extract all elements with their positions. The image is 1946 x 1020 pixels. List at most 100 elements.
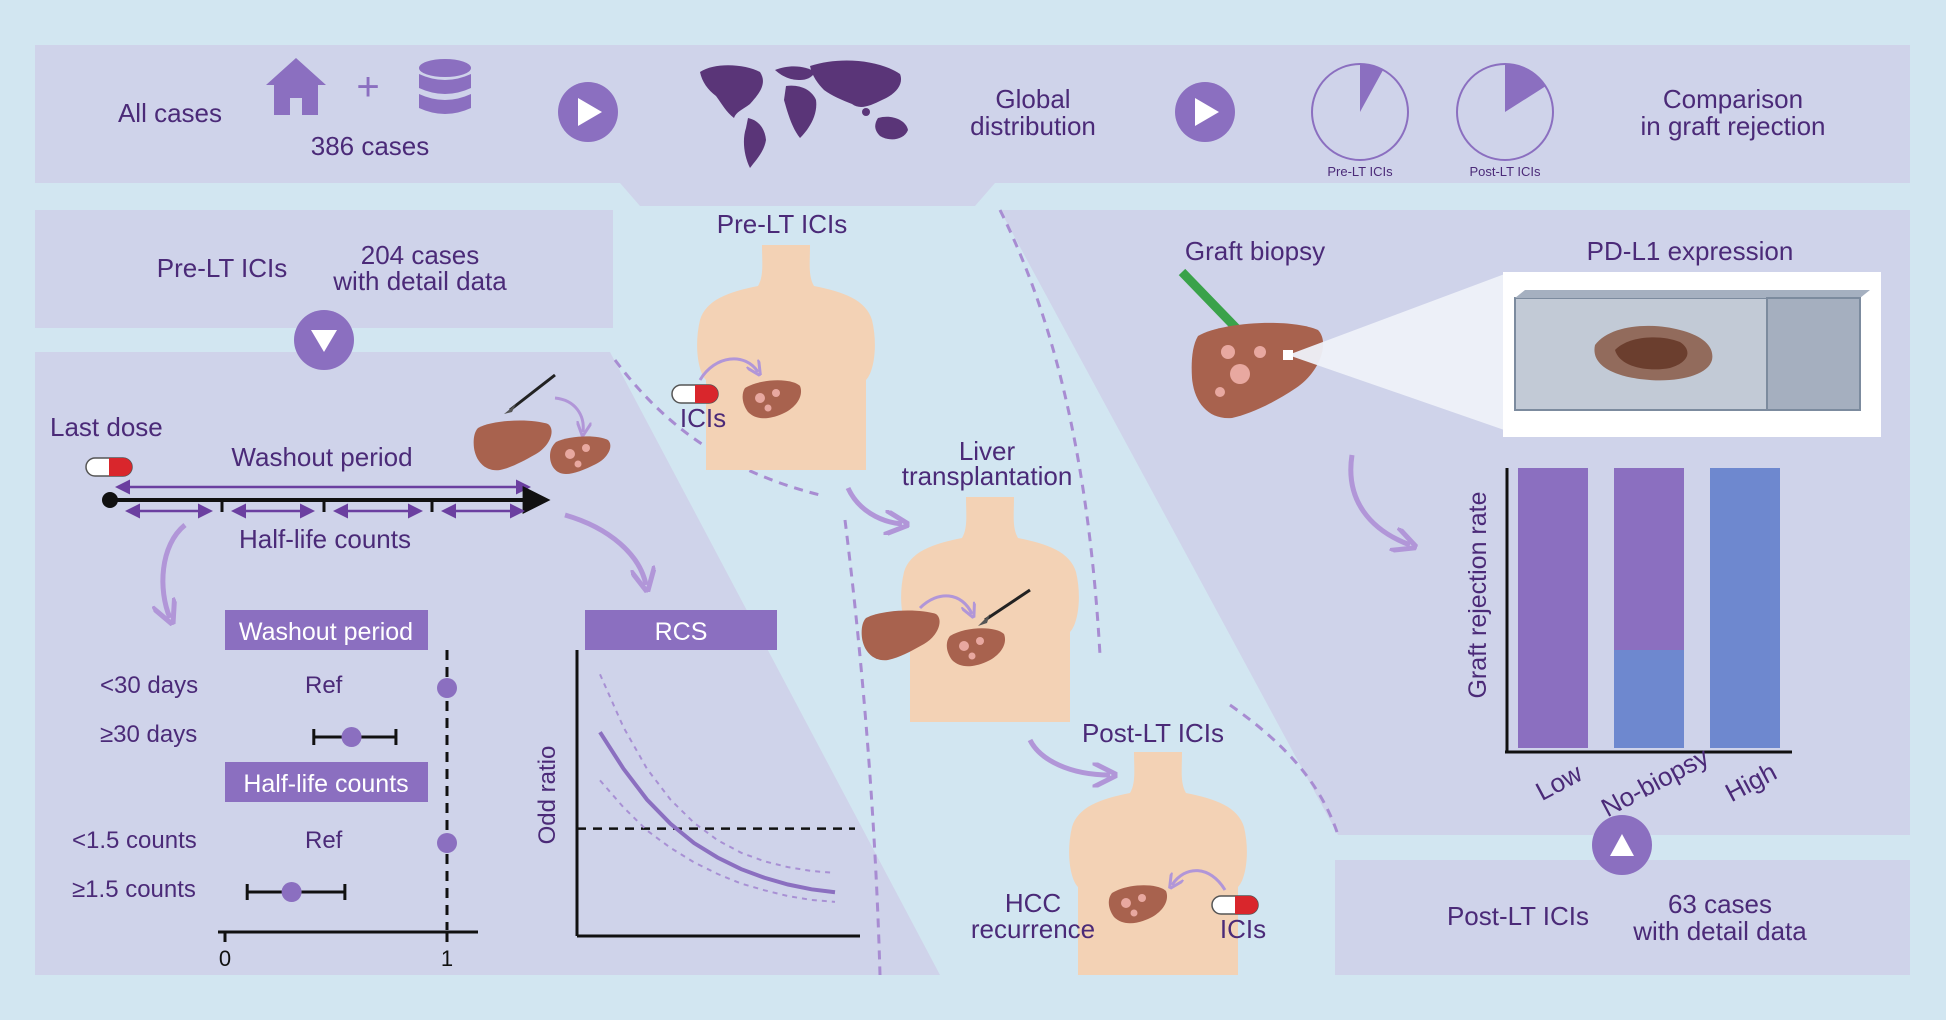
- rcs-header: RCS: [655, 618, 708, 646]
- rcs-ci-curve: [599, 673, 836, 874]
- post-lt-title: Post-LT ICIs: [1447, 901, 1589, 931]
- magnify-beam: [1288, 272, 1510, 432]
- center-icis-left: ICIs: [680, 403, 726, 433]
- forest-row3-ref: Ref: [305, 827, 343, 854]
- forest-row1-label: <30 days: [100, 672, 198, 699]
- world-map-icon: [700, 60, 908, 168]
- torso-lt: [901, 497, 1079, 722]
- curved-arrow-to-lt: [845, 486, 902, 524]
- rcs-ylabel: Odd ratio: [534, 746, 561, 845]
- timeline-ticks: [220, 500, 434, 512]
- case-count-label: 386 cases: [311, 131, 430, 161]
- divider-right-lower: [1229, 703, 1340, 836]
- forest-marks: [245, 678, 457, 902]
- database-icon: [419, 59, 471, 114]
- capsule-icon-post: [1211, 895, 1259, 915]
- down-arrow-icon: [294, 310, 354, 370]
- diseased-liver-in-torso-post: [1108, 885, 1168, 924]
- house-icon: [266, 58, 326, 115]
- center-column: Pre-LT ICIs ICIs Liver transplantation: [671, 209, 1266, 975]
- pre-lt-title: Pre-LT ICIs: [157, 253, 288, 283]
- curved-arrow-lt-swap: [918, 594, 972, 614]
- bar-segment: [1614, 650, 1684, 748]
- rcs-estimate-curve: [598, 731, 836, 895]
- plus-icon: +: [356, 65, 379, 109]
- comparison-line1: Comparison: [1663, 84, 1803, 114]
- forest-row3-label: <1.5 counts: [72, 827, 197, 854]
- scalpel-icon-lt: [978, 588, 1031, 626]
- forest-halflife-header-bg: [225, 762, 428, 802]
- curved-arrow-timeline: [554, 396, 583, 432]
- play-arrow-icon-2: [1175, 82, 1235, 142]
- rcs-marks: [577, 673, 855, 903]
- center-post-title: Post-LT ICIs: [1082, 718, 1224, 748]
- pie-post-lt-label: Post-LT ICIs: [1469, 164, 1541, 179]
- graft-liver-icon: [1191, 322, 1324, 419]
- forest-row4-label: ≥1.5 counts: [72, 876, 196, 903]
- forest-halflife-header: Half-life counts: [243, 770, 408, 798]
- pie-post-lt: [1456, 63, 1554, 161]
- forest-point: [437, 833, 457, 853]
- forest-plot: Washout period <30 days Ref ≥30 days Hal…: [72, 610, 478, 971]
- dashed-dividers: [613, 209, 1340, 976]
- play-arrow-icon: [558, 82, 618, 142]
- rcs-ci-curve: [599, 779, 836, 903]
- bar-segment: [1518, 468, 1588, 748]
- forest-point: [437, 678, 457, 698]
- forest-row2-label: ≥30 days: [100, 721, 197, 748]
- global-distribution-line1: Global: [995, 84, 1070, 114]
- pie-slice-pre: [1360, 64, 1384, 112]
- forest-tick-0: 0: [219, 946, 231, 971]
- center-pre-title: Pre-LT ICIs: [717, 209, 848, 239]
- torso-pre-lt: [697, 245, 875, 470]
- comparison-line2: in graft rejection: [1641, 111, 1826, 141]
- forest-point: [341, 727, 362, 747]
- divider-left-upper: [613, 359, 821, 497]
- pie-pre-lt-label: Pre-LT ICIs: [1327, 164, 1393, 179]
- pre-lt-count-line2: with detail data: [332, 266, 507, 296]
- post-lt-header: Post-LT ICIs 63 cases with detail data: [1447, 889, 1807, 946]
- curved-arrow-to-post: [1027, 738, 1110, 775]
- bar-segment: [1710, 468, 1780, 748]
- pre-lt-header: Pre-LT ICIs 204 cases with detail data: [157, 240, 507, 370]
- liver-icon-lt-removed: [861, 610, 940, 661]
- center-lt-line1: Liver: [959, 436, 1016, 466]
- curved-arrow-pill-to-liver: [698, 357, 758, 381]
- divider-right-upper: [998, 209, 1102, 656]
- divider-left-lower: [843, 519, 882, 976]
- pre-lt-count-line1: 204 cases: [361, 240, 480, 270]
- timeline: Last dose Washout period Half-life count…: [50, 373, 646, 618]
- capsule-icon: [85, 457, 133, 477]
- top-banner-panel: [35, 45, 1910, 206]
- forest-row1-ref: Ref: [305, 672, 343, 699]
- biopsy-section: Graft biopsy PD-L1 expression: [1178, 236, 1881, 545]
- top-row: All cases + 386 cases Global distributio…: [118, 58, 1826, 179]
- center-icis-right: ICIs: [1220, 914, 1266, 944]
- capsule-icon-pre: [671, 384, 719, 404]
- post-lt-count-line1: 63 cases: [1668, 889, 1772, 919]
- liver-in-torso-pre: [742, 380, 802, 419]
- bar-ylabel: Graft rejection rate: [1464, 491, 1492, 698]
- pie-slice-post: [1505, 64, 1546, 112]
- diseased-liver-in-torso-lt: [946, 628, 1006, 667]
- global-distribution-line2: distribution: [970, 111, 1096, 141]
- curved-arrow-pill-to-liver-post: [1172, 869, 1227, 890]
- forest-washout-header-bg: [225, 610, 428, 650]
- curved-arrow-to-forest: [163, 523, 187, 618]
- pre-lt-header-panel: [35, 210, 613, 328]
- half-life-counts-label: Half-life counts: [239, 524, 411, 554]
- forest-point: [281, 882, 302, 902]
- torso-post-lt: [1069, 752, 1247, 975]
- liver-icon-timeline: [473, 420, 552, 471]
- center-lt-line2: transplantation: [902, 461, 1073, 491]
- center-hcc-line2: recurrence: [971, 914, 1095, 944]
- biopsy-spot: [1283, 350, 1293, 360]
- bar-segment: [1614, 468, 1684, 650]
- curved-arrow-to-bars: [1348, 454, 1410, 545]
- post-lt-count-line2: with detail data: [1632, 916, 1807, 946]
- center-hcc-line1: HCC: [1005, 888, 1061, 918]
- pie-pre-lt: [1311, 63, 1409, 161]
